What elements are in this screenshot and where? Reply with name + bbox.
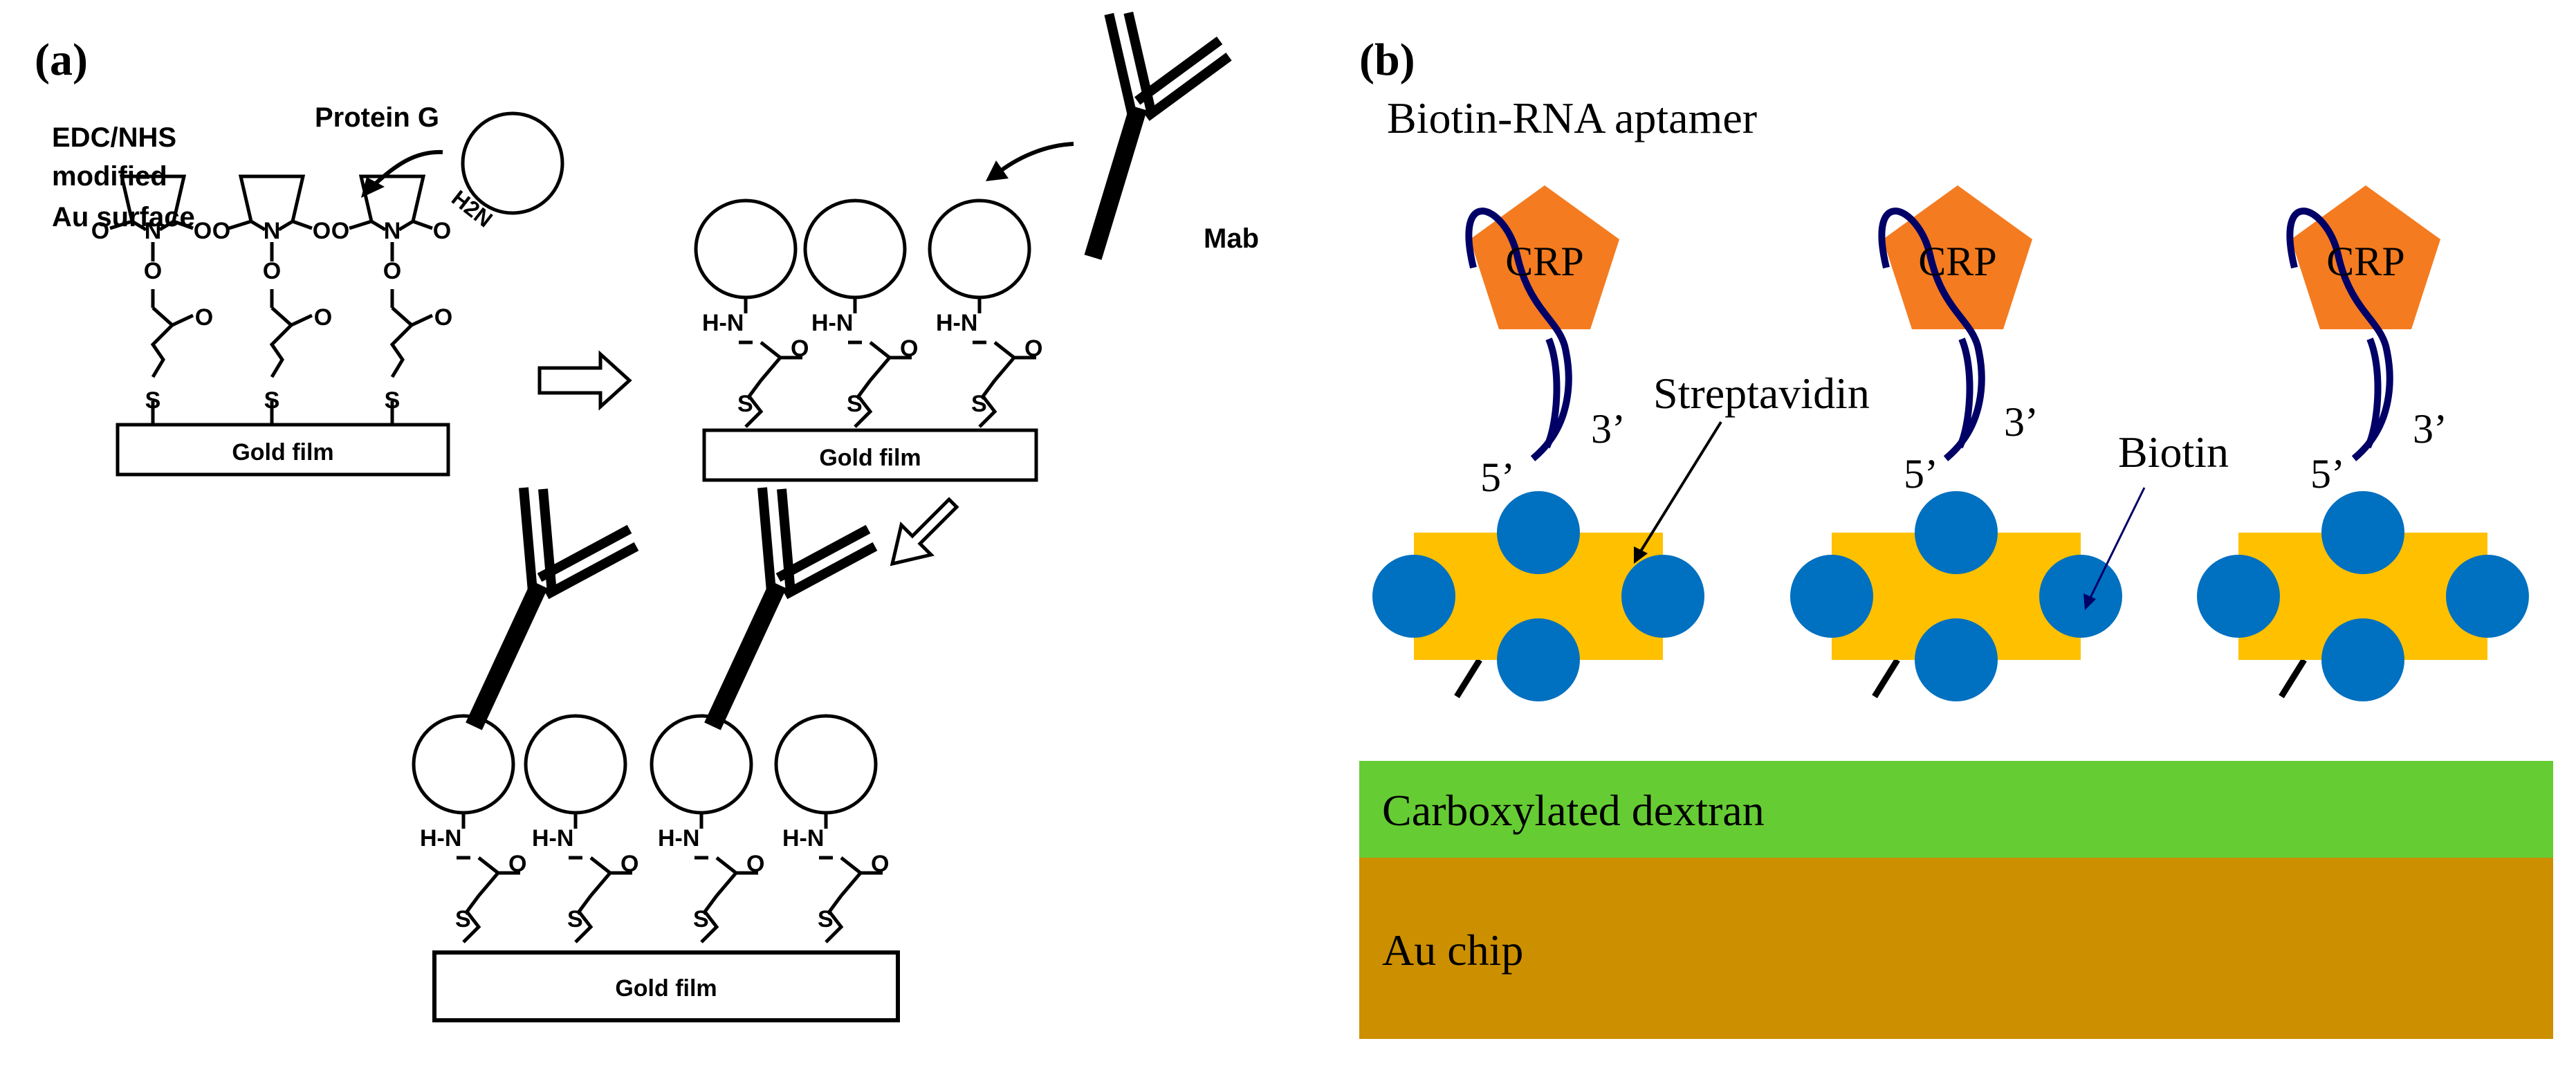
o-label-3: O <box>1024 335 1042 362</box>
s-label-3: S <box>971 391 987 417</box>
protein-g-sphere <box>461 111 564 215</box>
streptavidin-pointer-head <box>1634 546 1648 564</box>
three-prime-3: 3’ <box>2413 406 2447 452</box>
o-label-2: O <box>900 335 918 362</box>
o-label-1: O <box>791 335 809 362</box>
streptavidin-1 <box>1372 491 1704 701</box>
biotin-label: Biotin <box>2118 427 2229 477</box>
streptavidin-2 <box>1790 491 2122 701</box>
dextran-label: Carboxylated dextran <box>1382 786 1765 835</box>
au-chip-label: Au chip <box>1382 926 1523 975</box>
panel-b: (b) Biotin-RNA aptamer Carboxylated dext… <box>1359 35 2553 1039</box>
five-prime-1: 5’ <box>1480 454 1515 500</box>
hn-label-2: H-N <box>811 310 853 336</box>
gold-film-2 <box>702 428 1038 482</box>
gold-film-3 <box>432 950 900 1022</box>
o-atom-12: O <box>434 304 452 331</box>
crp-label-1: CRP <box>1505 239 1583 284</box>
three-prime-1: 3’ <box>1591 406 1626 452</box>
crp-labels: CRP CRP CRP <box>1505 239 2404 284</box>
mab-label: Mab <box>1204 223 1259 254</box>
crp-label-3: CRP <box>2326 239 2404 284</box>
bound-antibody-1 <box>474 488 636 726</box>
hn-label-6: H-N <box>658 825 699 851</box>
biotin-pointer-head <box>2083 593 2096 610</box>
five-prime-2: 5’ <box>1904 451 1938 497</box>
o-label-6: O <box>746 851 764 877</box>
o-atom-9: O <box>433 218 451 244</box>
surface-label-line-3: Au surface <box>52 202 195 232</box>
crp-label-2: CRP <box>1918 239 1996 284</box>
mab-arrow-head <box>986 160 1009 181</box>
gold-film-3-label: Gold film <box>615 975 717 1002</box>
hn-label-3: H-N <box>936 310 977 336</box>
hn-label-1: H-N <box>702 310 744 336</box>
s-label-2: S <box>847 391 863 417</box>
panel-a-label: (a) <box>35 35 88 85</box>
protein-g-label: Protein G <box>315 102 439 133</box>
o-atom-7: O <box>313 218 331 244</box>
s-label-6: S <box>693 906 709 932</box>
step-arrow-diagonal <box>890 497 959 567</box>
streptavidin-label: Streptavidin <box>1653 369 1870 418</box>
n-atom-3: N <box>384 218 401 244</box>
dextran-layer <box>1359 761 2553 858</box>
streptavidin-pointer <box>1638 421 1722 555</box>
protein-g-arrow <box>371 149 443 187</box>
hn-label-4: H-N <box>420 825 461 851</box>
panel-a: (a) EDC/NHS modified Au surface Protein … <box>35 0 1259 1022</box>
n-atom-2: N <box>264 218 281 244</box>
aptamer-label: Biotin-RNA aptamer <box>1387 93 1757 142</box>
amide-labels-1: H-N H-N H-N O O O S S S <box>702 310 1042 417</box>
o-atom-10: O <box>195 304 213 331</box>
o-atom-8: O <box>331 218 349 244</box>
s-atom-2: S <box>264 387 280 414</box>
protein-g-layer: H-N H-N H-N O O O S S S <box>694 199 1042 470</box>
s-label-7: S <box>818 906 834 932</box>
three-prime-2: 3’ <box>2004 399 2039 445</box>
o-label-4: O <box>508 851 526 877</box>
o-atom-6: O <box>212 218 230 244</box>
o-atom-11: O <box>314 304 332 331</box>
five-prime-3: 5’ <box>2310 451 2345 497</box>
protein-g-arrow-head <box>361 177 385 198</box>
mab-arrow <box>995 142 1074 176</box>
s-label-5: S <box>567 906 583 932</box>
gold-film-1-label: Gold film <box>232 439 333 466</box>
nhs-ester-group: N N N O O O O O O O O O O O O S S S <box>91 176 452 424</box>
hn-label-7: H-N <box>782 825 824 851</box>
step-arrow-right <box>537 350 632 411</box>
bound-antibody-2 <box>712 488 875 726</box>
biotin-pointer <box>2088 487 2146 601</box>
s-atom-3: S <box>385 387 401 414</box>
strand-labels: 5’ 3’ 5’ 3’ 5’ 3’ <box>1480 399 2447 500</box>
hn-label-5: H-N <box>532 825 573 851</box>
au-chip-layer <box>1359 858 2553 1039</box>
surface-label-line-1: EDC/NHS <box>52 122 176 153</box>
gold-film-2-label: Gold film <box>819 445 921 471</box>
o-label-5: O <box>620 851 638 877</box>
o-atom-4: O <box>91 218 109 244</box>
mab-antibody <box>1060 0 1254 257</box>
amide-labels-2: H-N H-N H-N H-N O O O O S S S S <box>420 825 889 932</box>
nhs-atom-labels: N N N O O O O O O O O O O O O S S S <box>91 218 452 414</box>
o-label-7: O <box>871 851 889 877</box>
o-atom-5: O <box>194 218 212 244</box>
panel-b-label: (b) <box>1359 35 1415 85</box>
s-label-4: S <box>455 906 471 932</box>
s-label-1: S <box>737 391 753 417</box>
o-atom-1: O <box>144 258 162 284</box>
streptavidin-3 <box>2197 491 2529 701</box>
n-atom-1: N <box>145 218 162 244</box>
o-atom-2: O <box>263 258 281 284</box>
gold-film-1 <box>116 423 450 477</box>
o-atom-3: O <box>383 258 401 284</box>
s-atom-1: S <box>145 387 161 414</box>
antibody-layer: H-N H-N H-N H-N O O O O S S S S <box>412 488 889 986</box>
